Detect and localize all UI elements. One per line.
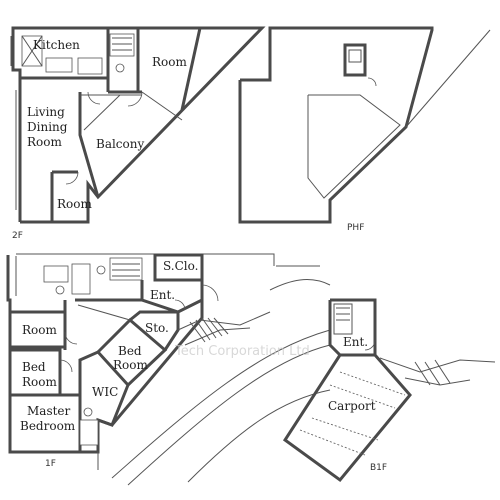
room-storage-label: Sto. [145,321,169,335]
floor-2f-outer-wall [11,26,266,224]
floor-b1f-entrance-wall [328,298,377,357]
floor-phf-label: PHF [347,223,364,233]
floor-1f-wic [78,350,130,427]
room-wic-label: WIC [92,385,118,399]
room-bed-b-label-2: Room [22,375,57,389]
room-b1f-entrance-label: Ent. [343,335,368,349]
floor-1f: 1F S.Clo. Ent. Sto. Room Bed Room Bed Ro… [6,253,331,486]
room-2f-room-label: Room [152,55,187,69]
floor-1f-bed-room-a [96,317,168,387]
floor-phf-outer-edge [238,26,434,224]
room-master-label-1: Master [27,404,71,418]
floor-2f-label: 2F [12,231,23,241]
room-1f-room-label: Room [22,323,57,337]
room-living-label-2: Dining [27,120,68,134]
room-living-label-3: Room [27,135,62,149]
room-sclo-label: S.Clo. [163,259,198,273]
floor-b1f: B1F Ent. Carport [282,298,496,483]
floor-b1f-carport-wall [282,354,412,483]
floor-phf-inner-edge [307,94,401,199]
room-living-label-1: Living [27,105,65,119]
room-bed-b-label-1: Bed [22,360,46,374]
room-kitchen-label: Kitchen [33,38,80,52]
floor-2f-balcony-wall [78,92,100,198]
room-master-label-2: Bedroom [20,419,76,433]
room-balcony-label: Balcony [96,137,144,151]
floor-1f-label: 1F [45,459,56,469]
floor-phf: PHF [238,26,491,233]
floor-1f-storage-closet [153,253,204,282]
floor-1f-entrance [140,280,203,314]
room-bed-a-label-1: Bed [118,344,142,358]
room-bed-a-label-2: Room [113,358,148,372]
floor-b1f-label: B1F [370,463,387,473]
room-carport-label: Carport [328,399,376,413]
floor-2f: 2F Kitchen Room Living Dining Room Balco… [10,26,266,241]
room-2f-room-bottom-label: Room [57,197,92,211]
room-1f-entrance-label: Ent. [150,288,175,302]
floor-phf-stair-box [343,43,367,77]
watermark-text: Tech Corporation Ltd [174,344,310,359]
